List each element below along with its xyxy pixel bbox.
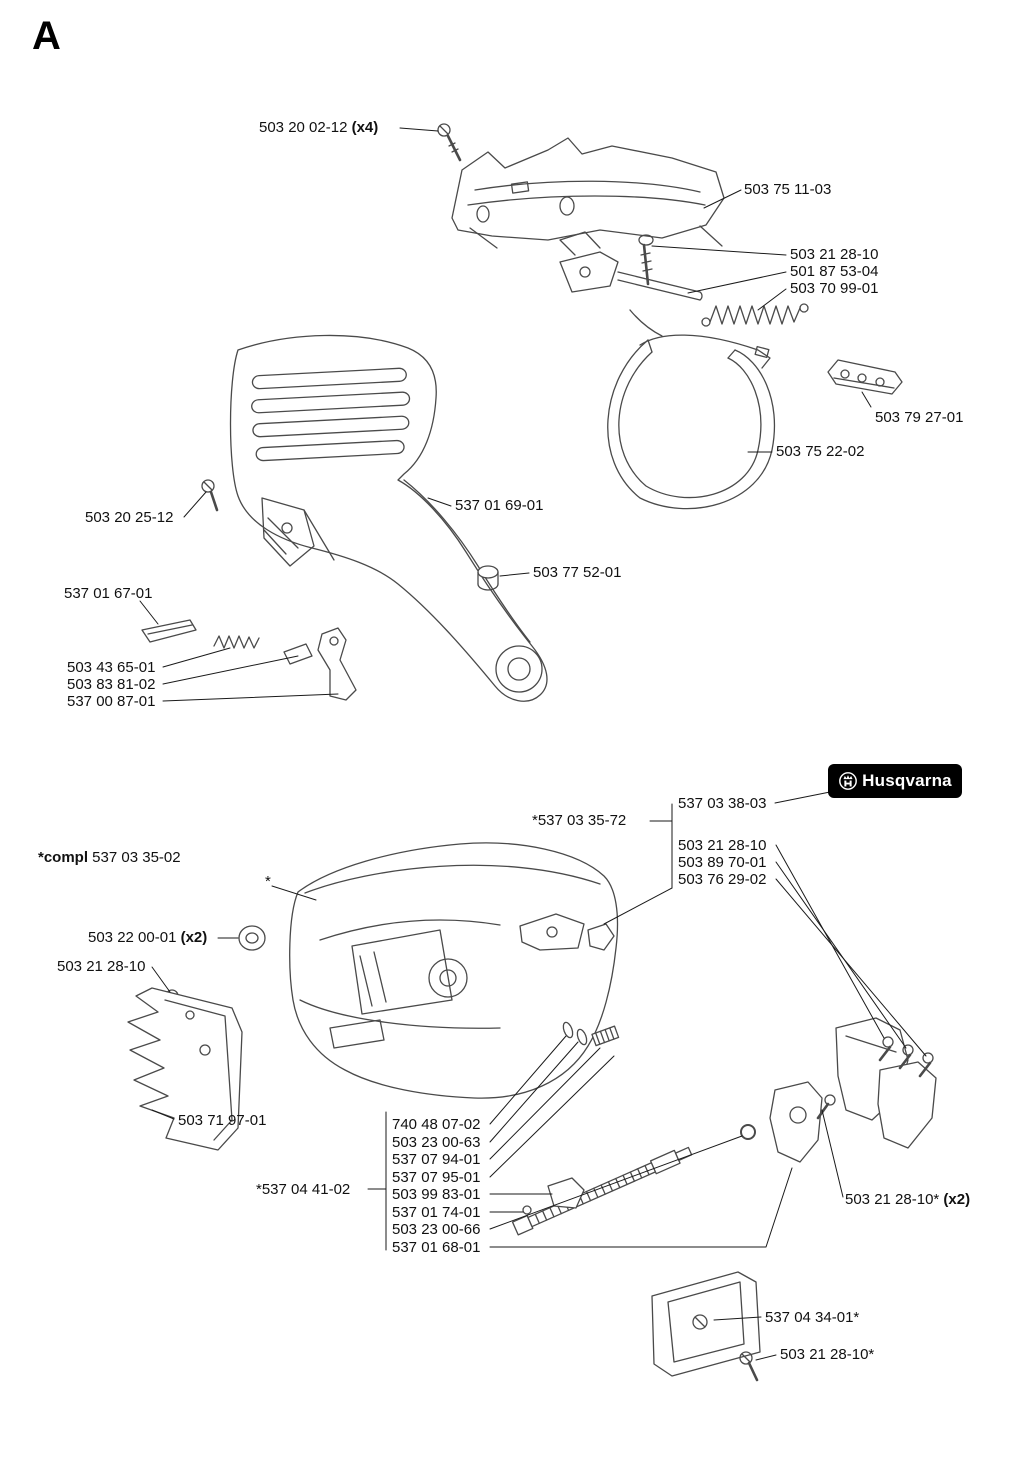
- screw-7794-label: 537 07 94-01: [392, 1151, 481, 1168]
- spacer-icon: [283, 643, 313, 665]
- cover-variant-label: *537 03 35-72: [532, 812, 627, 829]
- screw-7795-label: 537 07 95-01: [392, 1169, 481, 1186]
- brake-piece-label: 503 76 29-02: [678, 871, 767, 888]
- clutch-cover-drawing: [289, 842, 619, 1099]
- spring-label: 503 70 99-01: [790, 280, 879, 297]
- plate-screw-icon: [739, 1351, 759, 1382]
- bumper-spike-drawing: [127, 987, 243, 1151]
- husqvarna-crown-icon: [838, 771, 858, 791]
- brake-lever-icon: [317, 627, 357, 701]
- adjuster-housing-label: 537 01 68-01: [392, 1239, 481, 1256]
- top-cover-drawing: [451, 137, 725, 249]
- side-plate-drawing: [835, 1017, 937, 1149]
- husqvarna-logo-badge: Husqvarna: [828, 764, 962, 798]
- plate-screw-label: 503 21 28-10*: [780, 1346, 875, 1363]
- oring-label: 503 23 00-66: [392, 1221, 481, 1238]
- chain-guide-label: 503 79 27-01: [875, 409, 964, 426]
- brake-band-label: 503 75 22-02: [776, 443, 865, 460]
- washer-label: 503 89 70-01: [678, 854, 767, 871]
- ring-label: 503 23 00-63: [392, 1134, 481, 1151]
- adjuster-housing-drawing: [769, 1081, 836, 1163]
- spring-icon: [701, 303, 809, 327]
- spike-screw-label: 503 21 28-10: [57, 958, 146, 975]
- spacer-label: 503 83 81-02: [67, 676, 156, 693]
- small-spring-label: 503 43 65-01: [67, 659, 156, 676]
- adjuster-screw-label: 503 21 28-10: [790, 246, 879, 263]
- husqvarna-logo-text: Husqvarna: [862, 771, 952, 790]
- guide-9983-label: 503 99 83-01: [392, 1186, 481, 1203]
- cover-screw-label: 503 21 28-10: [678, 837, 767, 854]
- adjuster-pin-label: 501 87 53-04: [790, 263, 879, 280]
- leader-lines: [139, 127, 927, 1361]
- cover-plate-icon: [141, 619, 197, 643]
- front-guard-drawing: [229, 334, 548, 702]
- grommet-label: 503 22 00-01 (x2): [88, 929, 208, 946]
- tension-screw-label: 537 01 74-01: [392, 1204, 481, 1221]
- chain-guide-drawing: [827, 359, 903, 395]
- tensioner-assy-label: *537 04 41-02: [256, 1181, 351, 1198]
- nut-label: 503 77 52-01: [533, 564, 622, 581]
- brake-band-drawing: [607, 334, 776, 510]
- front-guard-label: 537 01 69-01: [455, 497, 544, 514]
- guard-screw-icon: [201, 479, 219, 512]
- screw-top-icon: [437, 123, 462, 162]
- guard-screw-label: 503 20 25-12: [85, 509, 174, 526]
- side-screws-label: 503 21 28-10* (x2): [845, 1191, 971, 1208]
- cover-plate-label: 537 01 67-01: [64, 585, 153, 602]
- tensioner-bracket-drawing: [559, 231, 703, 337]
- compl-assembly-label: *compl 537 03 35-02: [38, 849, 181, 866]
- nut-icon: [477, 565, 499, 591]
- washer-stack-icons: [562, 1021, 620, 1047]
- top-cover-label: 503 75 11-03: [744, 181, 832, 198]
- tension-screw-drawing: [511, 1124, 756, 1236]
- asterisk-label: *: [265, 873, 271, 890]
- bumper-spike-label: 503 71 97-01: [178, 1112, 267, 1129]
- grommet-icon: [238, 925, 266, 951]
- washer2-label: 740 48 07-02: [392, 1116, 481, 1133]
- small-spring-icon: [213, 635, 260, 649]
- decal-label: 537 03 38-03: [678, 795, 767, 812]
- chain-catcher-plate-drawing: [651, 1271, 761, 1377]
- bottom-plate-label: 537 04 34-01*: [765, 1309, 860, 1326]
- brake-lever-label: 537 00 87-01: [67, 693, 156, 710]
- screw-top-label: 503 20 02-12 (x4): [259, 119, 379, 136]
- page-letter: A: [32, 14, 61, 58]
